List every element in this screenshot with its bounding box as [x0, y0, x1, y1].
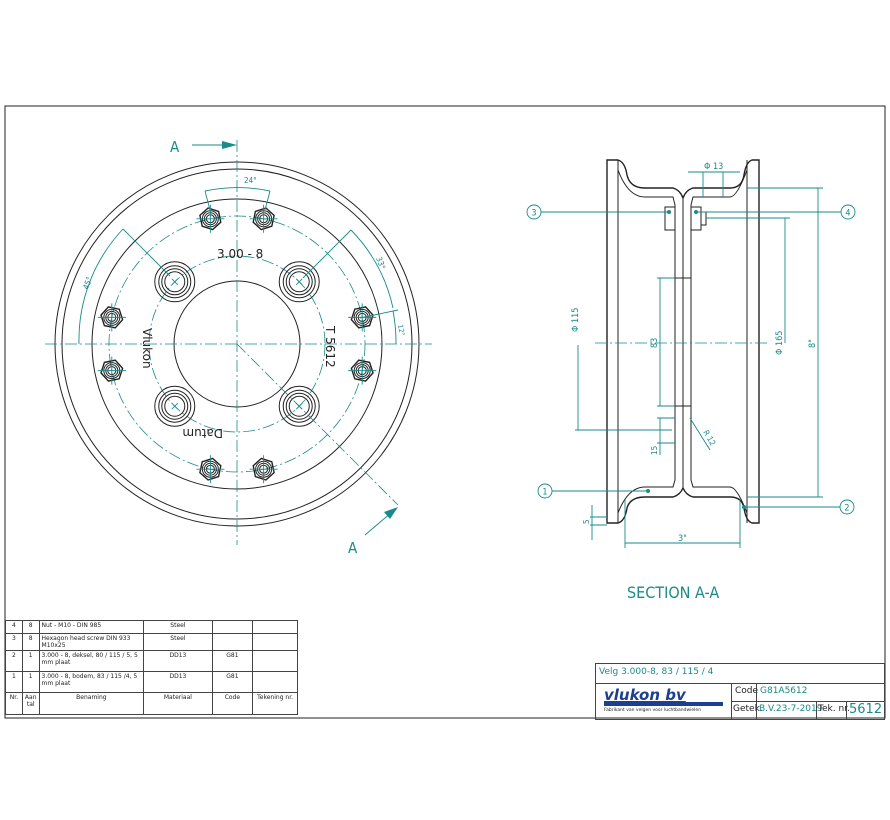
drawing-title: Velg 3.000-8, 83 / 115 / 4: [599, 667, 714, 677]
angle-label-33: 33°: [374, 256, 387, 271]
parts-cell: [252, 671, 298, 693]
angle-label-24: 24°: [244, 176, 257, 185]
parts-cell: Hexagon head screw DIN 933 M10x25: [38, 633, 145, 651]
nut: [196, 204, 225, 233]
svg-text:4: 4: [845, 209, 850, 219]
bolt-hole: [278, 261, 320, 303]
svg-text:1: 1: [542, 488, 547, 498]
angle-dim-33: [350, 229, 394, 309]
dim-5: 5: [582, 519, 591, 524]
arrow-head-icon: [222, 141, 237, 149]
balloon-3: 3: [526, 204, 671, 220]
drawn-value: B.V.23-7-2019: [756, 701, 822, 719]
code-label: Code: [731, 683, 758, 701]
dim-83: 83: [650, 338, 660, 348]
nut: [348, 356, 377, 385]
parts-cell: 3: [5, 633, 23, 651]
drawing-frame: [4, 105, 886, 719]
code-value: G81A5612: [756, 683, 884, 701]
parts-cell: 3.000 - 8, deksel, 80 / 115 / 5, 5 mm pl…: [38, 650, 145, 672]
dim-15: 15: [650, 446, 659, 455]
angle-label-45: 45°: [81, 276, 94, 291]
parts-cell: [252, 650, 298, 672]
nut: [97, 303, 126, 332]
parts-cell: Nut - M10 - DIN 985: [38, 620, 145, 634]
parts-cell: 8: [21, 633, 40, 651]
company-logo: vlukon bv Fabrikant van velgen voor luch…: [596, 683, 731, 719]
svg-text:2: 2: [844, 504, 849, 514]
dim-diameter-13: Φ 13: [704, 162, 723, 172]
parts-cell: 1: [21, 650, 40, 672]
parts-cell: 8: [21, 620, 40, 634]
angle-dim-12: [392, 310, 397, 345]
dim-diameter-115: Φ 115: [571, 308, 581, 332]
parts-cell: [252, 620, 298, 634]
title-block: Velg 3.000-8, 83 / 115 / 4 vlukon bv Fab…: [595, 663, 885, 720]
balloon-1: 1: [537, 483, 650, 499]
parts-cell: 1: [5, 671, 23, 693]
parts-cell: DD13: [143, 671, 213, 693]
date-marking: Datum: [182, 426, 223, 440]
bolt-hole: [154, 385, 196, 427]
parts-cell: [211, 633, 254, 651]
nut: [249, 204, 278, 233]
section-title: SECTION A-A: [627, 583, 719, 602]
screw-end: [700, 211, 707, 226]
drawn-label: Getek.: [731, 701, 763, 719]
dim-diameter-165: Φ 165: [775, 331, 785, 355]
drawing-number-value: 5612: [846, 701, 884, 719]
balloon-4: 4: [694, 204, 856, 220]
dim-3-inch: 3": [678, 534, 687, 544]
nut: [249, 455, 278, 484]
parts-cell: Steel: [143, 620, 213, 634]
section-marker-top: A: [170, 138, 180, 156]
parts-cell: Steel: [143, 633, 213, 651]
parts-cell: Code: [211, 692, 254, 715]
brand-marking: Vlukon: [140, 328, 154, 369]
section-view: 1 2 3 4 Φ 13 Φ 115 83 Φ 165 8" 15 R 12 5: [526, 159, 856, 602]
angle-dim-24: [204, 187, 271, 192]
section-marker-bottom: A: [348, 539, 358, 557]
parts-cell: Materiaal: [143, 692, 213, 715]
parts-cell: 1: [21, 671, 40, 693]
balloon-2: 2: [742, 499, 855, 515]
front-view: A A 24° 45° 33° 12° 3.00 - 8 Vlukon T 56…: [45, 138, 432, 557]
dim-8-inch: 8": [808, 339, 818, 348]
parts-cell: 3.000 - 8, bodem, 83 / 115 /4, 5 mm plaa…: [38, 671, 145, 693]
dim-radius-12: R 12: [701, 429, 717, 448]
parts-cell: 4: [5, 620, 23, 634]
rim-top-half-inner: [690, 169, 748, 514]
parts-cell: Benaming: [38, 692, 145, 715]
section-cut-line: [236, 343, 399, 506]
parts-cell: DD13: [143, 650, 213, 672]
nut: [97, 356, 126, 385]
parts-cell: G81: [211, 671, 254, 693]
bolt-hole: [154, 261, 196, 303]
parts-cell: Tekening nr.: [252, 692, 298, 715]
parts-cell: [252, 633, 298, 651]
parts-cell: 2: [5, 650, 23, 672]
parts-cell: Nr.: [5, 692, 23, 715]
rim-section-outline: [606, 159, 760, 524]
angle-label-12: 12°: [396, 324, 406, 336]
parts-cell: [211, 620, 254, 634]
angle-dim-45: [78, 228, 124, 345]
nut: [196, 455, 225, 484]
parts-cell: Aan tal: [21, 692, 40, 715]
arrow-head-icon: [384, 507, 398, 519]
screw-head: [664, 206, 676, 231]
part-number-marking: T 5612: [323, 325, 337, 368]
rim-bottom-half-inner: [617, 169, 676, 514]
drawing-number-label: Tek. nr.: [816, 701, 850, 719]
svg-text:3: 3: [531, 209, 536, 219]
parts-cell: G81: [211, 650, 254, 672]
rim-size-marking: 3.00 - 8: [217, 247, 263, 261]
